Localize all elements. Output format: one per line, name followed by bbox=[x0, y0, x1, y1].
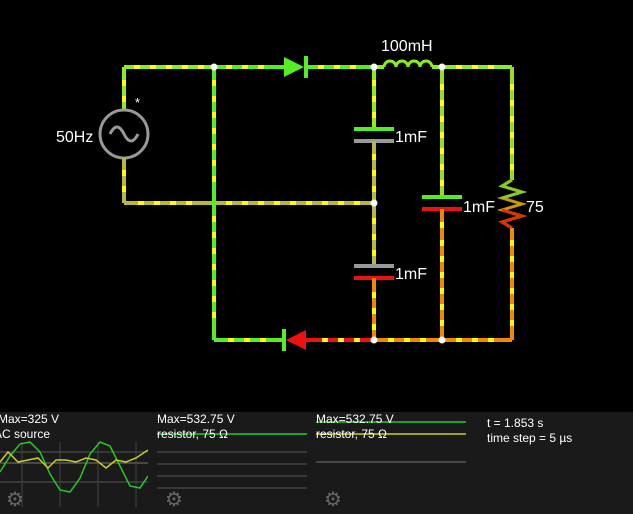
nodes bbox=[210, 63, 446, 344]
scope-1-name: AC source bbox=[0, 427, 51, 441]
capacitor-bottom-label: 1mF bbox=[395, 266, 427, 283]
diode-top[interactable] bbox=[284, 56, 308, 78]
inductor-label: 100mH bbox=[381, 38, 433, 55]
time-step-readout: time step = 5 µs bbox=[487, 431, 573, 445]
ac-source[interactable] bbox=[98, 108, 150, 160]
resistor-label: 75 bbox=[526, 199, 544, 216]
time-readout: t = 1.853 s bbox=[487, 416, 544, 430]
simulation-info: t = 1.853 s time step = 5 µs bbox=[487, 416, 572, 446]
circuit-canvas[interactable] bbox=[0, 0, 633, 412]
capacitor-top-label: 1mF bbox=[395, 129, 427, 146]
capacitor-bottom[interactable] bbox=[354, 264, 394, 280]
gear-icon[interactable]: ⚙ bbox=[324, 489, 342, 511]
capacitor-right[interactable] bbox=[422, 195, 462, 211]
diode-bottom[interactable] bbox=[282, 329, 306, 351]
capacitor-top[interactable] bbox=[354, 127, 394, 143]
current-dots bbox=[122, 65, 514, 342]
gear-icon[interactable]: ⚙ bbox=[6, 489, 24, 511]
scope-1-graph bbox=[0, 441, 148, 507]
scope-2-name: resistor, 75 Ω bbox=[157, 427, 228, 441]
scope-resistor-1[interactable]: Max=532.75 V resistor, 75 Ω ⚙ bbox=[157, 412, 307, 514]
scope-1-max: Max=325 V bbox=[0, 412, 60, 426]
capacitor-right-label: 1mF bbox=[463, 199, 495, 216]
gear-icon[interactable]: ⚙ bbox=[165, 489, 183, 511]
scope-3-name: resistor, 75 Ω bbox=[316, 427, 387, 441]
scope-3-graph bbox=[316, 421, 466, 463]
scope-2-max: Max=532.75 V bbox=[157, 412, 235, 426]
source-marker: * bbox=[135, 95, 141, 110]
resistor[interactable] bbox=[496, 178, 528, 230]
scope-2-graph bbox=[157, 433, 307, 489]
scope-3-max: Max=532.75 V bbox=[316, 412, 394, 426]
scope-ac-source[interactable]: Max=325 V AC source ⚙ bbox=[0, 412, 148, 514]
source-frequency-label: 50Hz bbox=[56, 129, 94, 146]
scope-panel: Max=325 V AC source ⚙ Max=532.75 V resis… bbox=[0, 412, 633, 514]
scope-resistor-2[interactable]: Max=532.75 V resistor, 75 Ω ⚙ bbox=[316, 412, 466, 514]
